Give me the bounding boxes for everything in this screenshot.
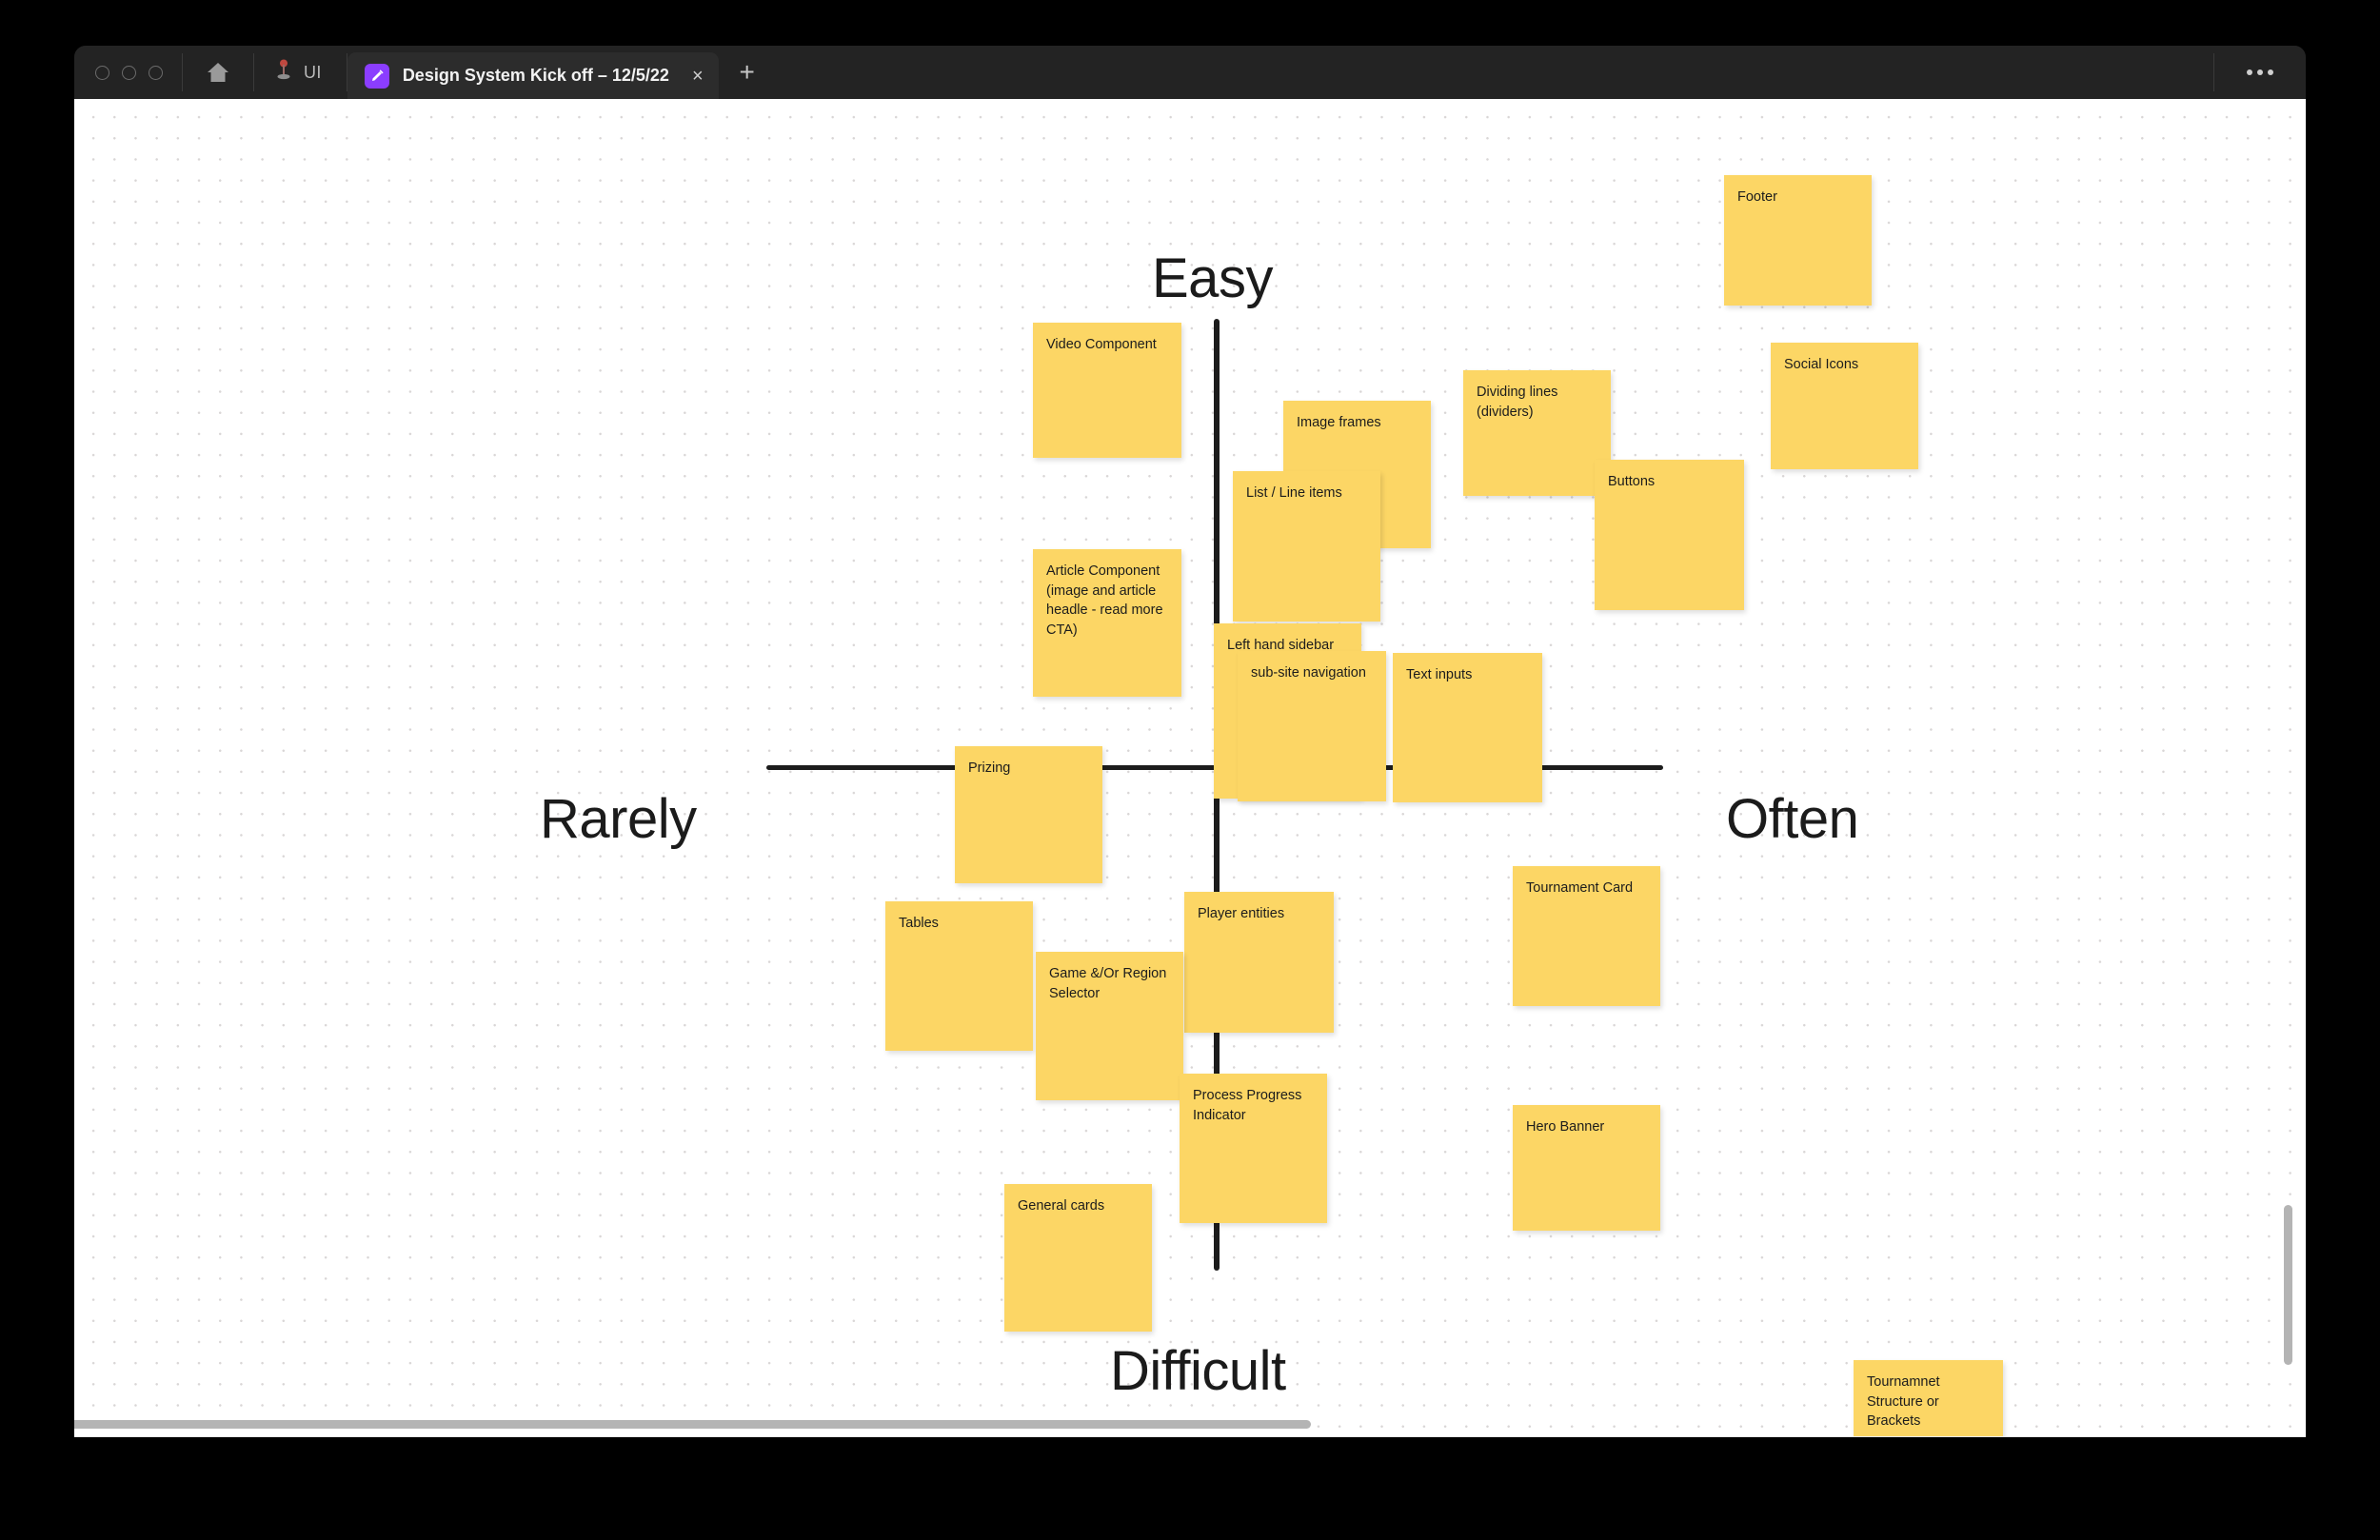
sticky-note-text: Image frames [1297, 415, 1381, 430]
sticky-note-video-component[interactable]: Video Component [1033, 323, 1181, 458]
divider [2213, 53, 2214, 91]
horizontal-scrollbar[interactable] [74, 1420, 1311, 1429]
sticky-note-game-region-selector[interactable]: Game &/Or Region Selector [1036, 952, 1183, 1100]
sticky-note-dividing-lines[interactable]: Dividing lines (dividers) [1463, 370, 1611, 496]
minimize-window-button[interactable] [122, 65, 136, 80]
sticky-note-hero-banner[interactable]: Hero Banner [1513, 1105, 1660, 1231]
sticky-note-article-component[interactable]: Article Component (image and article hea… [1033, 549, 1181, 697]
sticky-note-text: Left hand sidebar [1227, 638, 1335, 653]
sticky-note-text: Video Component [1046, 337, 1157, 352]
sticky-note-text: Process Progress Indicator [1193, 1088, 1302, 1123]
dot [2247, 69, 2252, 75]
sticky-note-text: Buttons [1608, 474, 1656, 489]
canvas-edge [74, 1436, 2306, 1437]
sticky-note-text: Tournament Card [1526, 880, 1634, 896]
close-tab-icon[interactable]: × [691, 65, 704, 87]
sticky-note-tournament-card[interactable]: Tournament Card [1513, 866, 1660, 1006]
dot [2257, 69, 2263, 75]
tab-bar: UI Design System Kick off – 12/5/22 × + [74, 46, 2306, 99]
sticky-note-text: Tables [899, 916, 939, 931]
ellipsis-icon[interactable] [2214, 46, 2306, 99]
vertical-scrollbar[interactable] [2284, 1205, 2292, 1365]
sticky-note-text: Text inputs [1406, 667, 1473, 682]
sticky-note-sub-site-nav[interactable]: sub-site navigation [1238, 651, 1386, 801]
sticky-note-text: General cards [1018, 1198, 1105, 1214]
tab-bar-spacer [776, 46, 2213, 99]
window-traffic-lights [74, 46, 182, 99]
sticky-note-text: Player entities [1198, 906, 1285, 921]
divider [182, 53, 183, 91]
sticky-note-tournament-structure[interactable]: Tournamnet Structure or Brackets [1854, 1360, 2003, 1437]
sticky-note-player-entities[interactable]: Player entities [1184, 892, 1334, 1033]
tab-ui-label: UI [304, 62, 322, 82]
sticky-note-text: Social Icons [1784, 357, 1859, 372]
sticky-note-text: Article Component (image and article hea… [1046, 563, 1163, 638]
quadrant-label-difficult: Difficult [1110, 1340, 1286, 1402]
joystick-icon [275, 59, 292, 87]
maximize-window-button[interactable] [149, 65, 163, 80]
sticky-note-list-line-items[interactable]: List / Line items [1233, 471, 1380, 622]
new-tab-button[interactable]: + [739, 57, 755, 87]
sticky-note-text: Hero Banner [1526, 1119, 1605, 1135]
sticky-note-text: List / Line items [1246, 485, 1342, 501]
sticky-note-text: Prizing [968, 760, 1011, 776]
sticky-note-footer[interactable]: Footer [1724, 175, 1872, 306]
sticky-note-text: Game &/Or Region Selector [1049, 966, 1167, 1001]
sticky-note-prizing[interactable]: Prizing [955, 746, 1102, 883]
tab-design-system-kickoff[interactable]: Design System Kick off – 12/5/22 × [347, 52, 719, 99]
sticky-note-text: Footer [1737, 189, 1777, 205]
close-window-button[interactable] [95, 65, 109, 80]
sticky-note-process-progress[interactable]: Process Progress Indicator [1180, 1074, 1327, 1223]
tab-title: Design System Kick off – 12/5/22 [402, 66, 669, 85]
quadrant-label-easy: Easy [1152, 247, 1273, 309]
sticky-note-buttons[interactable]: Buttons [1595, 460, 1744, 610]
quadrant-label-often: Often [1726, 788, 1859, 850]
sticky-note-text: Tournamnet Structure or Brackets [1867, 1374, 1940, 1430]
quadrant-label-rarely: Rarely [540, 788, 697, 850]
pen-icon [364, 63, 389, 89]
sticky-note-text: Dividing lines (dividers) [1477, 385, 1558, 420]
divider [253, 53, 254, 91]
sticky-note-tables[interactable]: Tables [885, 901, 1033, 1051]
sticky-note-social-icons[interactable]: Social Icons [1771, 343, 1918, 469]
sticky-note-text-inputs[interactable]: Text inputs [1393, 653, 1542, 802]
sticky-note-general-cards[interactable]: General cards [1004, 1184, 1152, 1332]
home-icon[interactable] [183, 46, 253, 99]
dot [2268, 69, 2273, 75]
sticky-note-text: sub-site navigation [1251, 665, 1366, 681]
app-window: UI Design System Kick off – 12/5/22 × + [74, 46, 2306, 1437]
tab-ui[interactable]: UI [254, 46, 347, 99]
